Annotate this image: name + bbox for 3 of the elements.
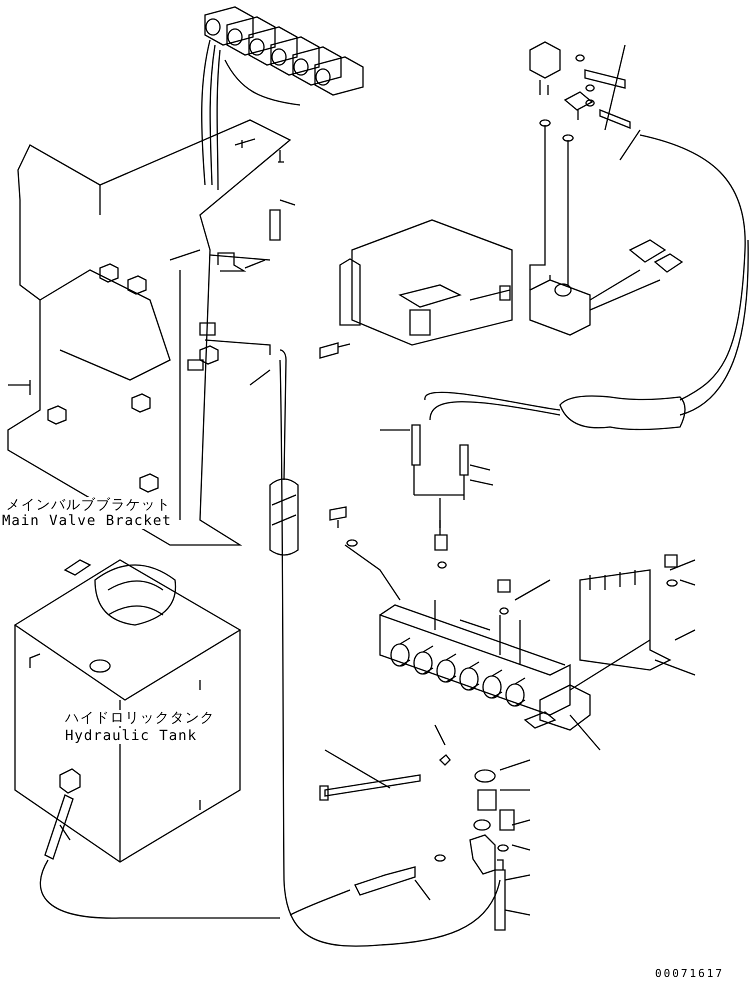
label-text: Main Valve Bracket — [2, 513, 172, 529]
label-text: ハイドロリックタンク — [65, 710, 215, 726]
label-text: Hydraulic Tank — [65, 728, 198, 744]
